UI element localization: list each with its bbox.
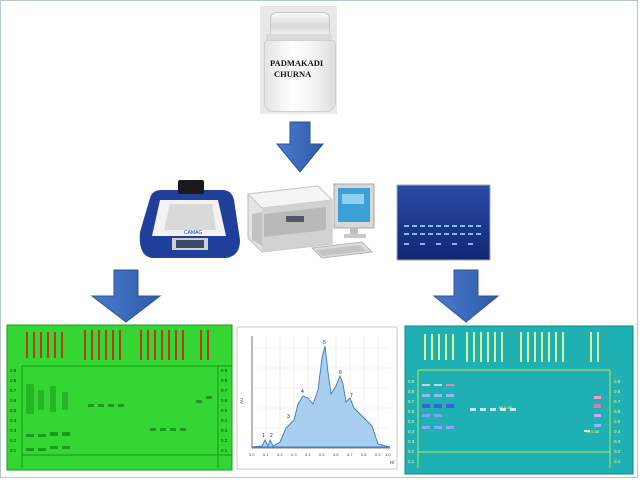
svg-text:0.6: 0.6 [408,409,415,414]
densitogram-x-0.5: 0.5 [319,452,325,457]
densitogram-peak-5: 5 [323,340,326,346]
blue-plate-marker: Rf 0.56 [499,405,513,410]
computer-workstation [310,183,375,259]
svg-text:0.7: 0.7 [408,399,415,404]
densitogram-x-0.0: 0.0 [249,452,255,457]
densitogram-peak-6: 6 [339,370,342,376]
densitogram-peak-2: 2 [270,433,273,439]
tlc-applicator-device [246,185,334,253]
blue-tlc-plate-photo [396,184,491,261]
green-rf-tick-0.7: 0.7 [10,388,17,393]
densitogram-x-0.2: 0.2 [277,452,283,457]
svg-text:0.4: 0.4 [614,429,621,434]
svg-text:0.5: 0.5 [221,408,228,413]
densitogram-chart: 1 2 3 4 5 6 7 0.0 0.1 0.2 0.3 0.4 0.5 0.… [236,326,398,470]
svg-text:0.6: 0.6 [221,398,228,403]
densitogram-x-0.4: 0.4 [305,452,311,457]
densitogram-x-0.7: 0.7 [347,452,353,457]
densitogram-peak-1: 1 [262,433,265,439]
densitogram-peak-7: 7 [350,393,353,399]
svg-text:0.8: 0.8 [614,389,621,394]
svg-text:0.5: 0.5 [614,419,621,424]
blue-plate-marker2: Rf 0.38 [586,429,600,434]
svg-text:0.4: 0.4 [221,418,228,423]
svg-text:0.5: 0.5 [408,419,415,424]
svg-text:0.9: 0.9 [221,368,228,373]
svg-text:0.7: 0.7 [614,399,621,404]
densitogram-peak-3: 3 [287,414,290,420]
scanner-brand-label: CAMAG [184,230,202,236]
green-rf-tick-0.1: 0.1 [10,448,17,453]
svg-text:0.6: 0.6 [614,409,621,414]
svg-text:0.4: 0.4 [408,429,415,434]
green-tlc-plate: 0.9 0.8 0.7 0.6 0.5 0.4 0.3 0.2 0.1 0.9 0… [6,324,233,471]
green-rf-tick-0.5: 0.5 [10,408,17,413]
arrow-down-center [275,121,325,173]
densitogram-peak-4: 4 [301,389,304,395]
svg-text:0.1: 0.1 [614,459,621,464]
svg-text:0.3: 0.3 [408,439,415,444]
jar-label: PADMAKADI CHURNA [266,58,332,98]
jar-label-line1: PADMAKADI [270,58,324,68]
svg-text:0.2: 0.2 [614,449,621,454]
green-rf-tick-0.9: 0.9 [10,368,17,373]
svg-text:0.1: 0.1 [221,448,228,453]
green-rf-tick-0.2: 0.2 [10,438,17,443]
arrow-down-right [432,269,500,323]
svg-text:0.8: 0.8 [221,378,228,383]
densitogram-x-0.1: 0.1 [263,452,269,457]
jar-neck [266,34,332,42]
jar-body [264,40,336,112]
arrow-down-left [90,269,162,323]
svg-text:0.2: 0.2 [408,449,415,454]
blue-tlc-plate: Rf 0.56 Rf 0.38 0.9 0.8 0.7 0.6 0.5 0.4 0.3 0… [404,325,634,475]
svg-text:0.3: 0.3 [614,439,621,444]
jar-label-line2: CHURNA [274,69,312,79]
green-rf-tick-0.3: 0.3 [10,428,17,433]
svg-text:0.3: 0.3 [221,428,228,433]
densitogram-y-label: AU [239,398,244,404]
svg-text:0.7: 0.7 [221,388,228,393]
densitogram-x-1.0: 1.0 [385,452,391,457]
densitogram-rf-label: Rf [390,460,395,465]
green-rf-tick-0.6: 0.6 [10,398,17,403]
tlc-scanner-device: CAMAG [139,180,240,258]
svg-text:0.9: 0.9 [408,379,415,384]
densitogram-x-0.3: 0.3 [291,452,297,457]
jar-lid [270,12,330,36]
densitogram-x-0.8: 0.8 [361,452,367,457]
densitogram-x-0.9: 0.9 [375,452,381,457]
svg-text:0.1: 0.1 [408,459,415,464]
green-rf-tick-0.8: 0.8 [10,378,17,383]
svg-text:0.2: 0.2 [221,438,228,443]
green-rf-tick-0.4: 0.4 [10,418,17,423]
densitogram-x-0.6: 0.6 [333,452,339,457]
svg-text:0.8: 0.8 [408,389,415,394]
svg-text:0.9: 0.9 [614,379,621,384]
